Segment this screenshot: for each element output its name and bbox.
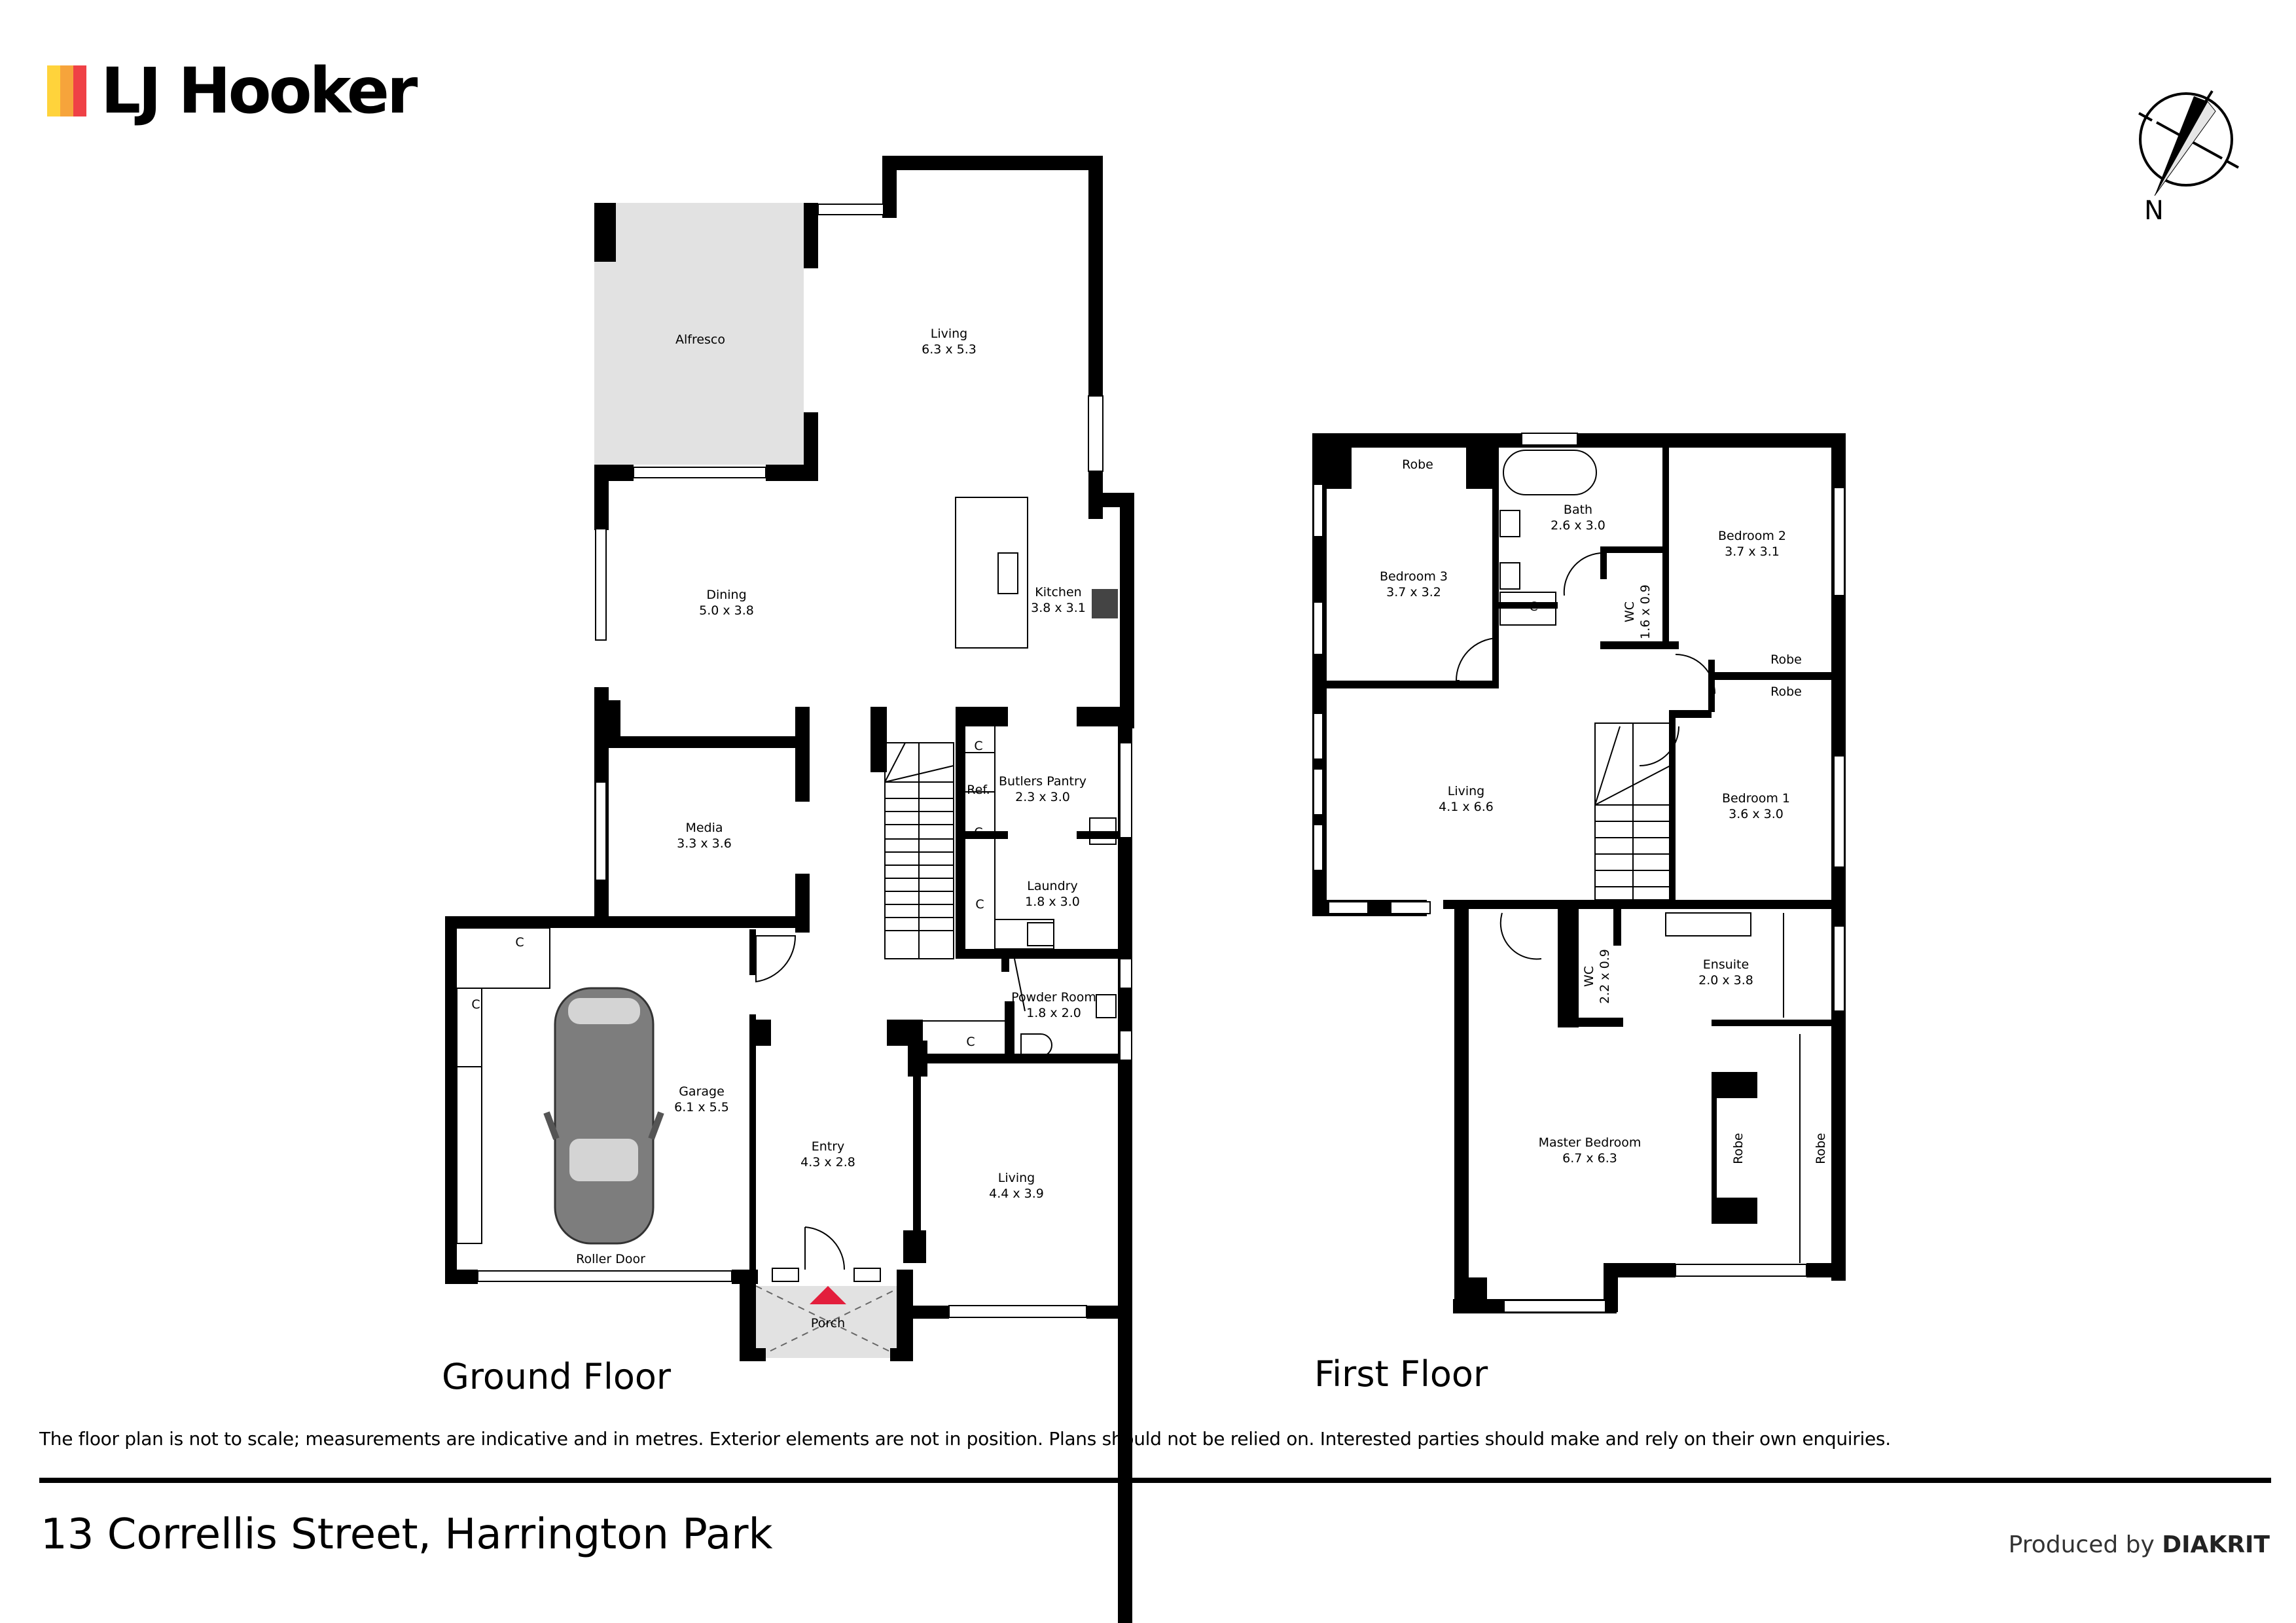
diakrit-logo: DIAKRIT [2162,1531,2270,1558]
room-porch: Porch [810,1316,846,1330]
storage-c: C [471,997,480,1012]
north-compass-icon: N [2127,82,2245,226]
storage-c: C [1529,599,1538,614]
robe-bedroom-1: Robe [1770,685,1802,699]
produced-by-prefix: Produced by [2008,1531,2155,1558]
footer-divider [39,1478,2271,1483]
first-floor-title: First Floor [1314,1353,1488,1395]
storage-c: C [515,935,524,950]
robe-master-inner: Robe [1731,1133,1746,1164]
robe-master-outer: Robe [1814,1133,1828,1164]
storage-c: C [975,897,984,912]
logo-bar-yellow [47,65,60,116]
ground-floor-plan [445,156,1134,1623]
produced-by: Produced by DIAKRIT [2009,1531,2270,1558]
refrigerator-space: Ref. [967,783,990,797]
property-address: 13 Correllis Street, Harrington Park [41,1510,773,1559]
car-icon [543,987,664,1245]
logo-bar-red [73,65,86,116]
storage-c: C [974,739,983,753]
brand-name: LJ Hooker [101,54,418,128]
storage-c: C [974,825,983,840]
first-floor-plan [1312,433,1846,1313]
svg-text:N: N [2144,196,2164,226]
storage-c: C [966,1035,975,1049]
robe-bedroom-2: Robe [1770,652,1802,667]
lj-hooker-logo: LJ Hooker [47,54,418,128]
roller-door-label: Roller Door [576,1252,645,1266]
logo-bar-orange [60,65,73,116]
room-alfresco: Alfresco [675,332,726,347]
logo-color-bars [47,65,86,116]
disclaimer-text: The floor plan is not to scale; measurem… [39,1428,1891,1450]
ground-floor-title: Ground Floor [442,1356,672,1397]
robe-bedroom-3: Robe [1402,457,1433,472]
